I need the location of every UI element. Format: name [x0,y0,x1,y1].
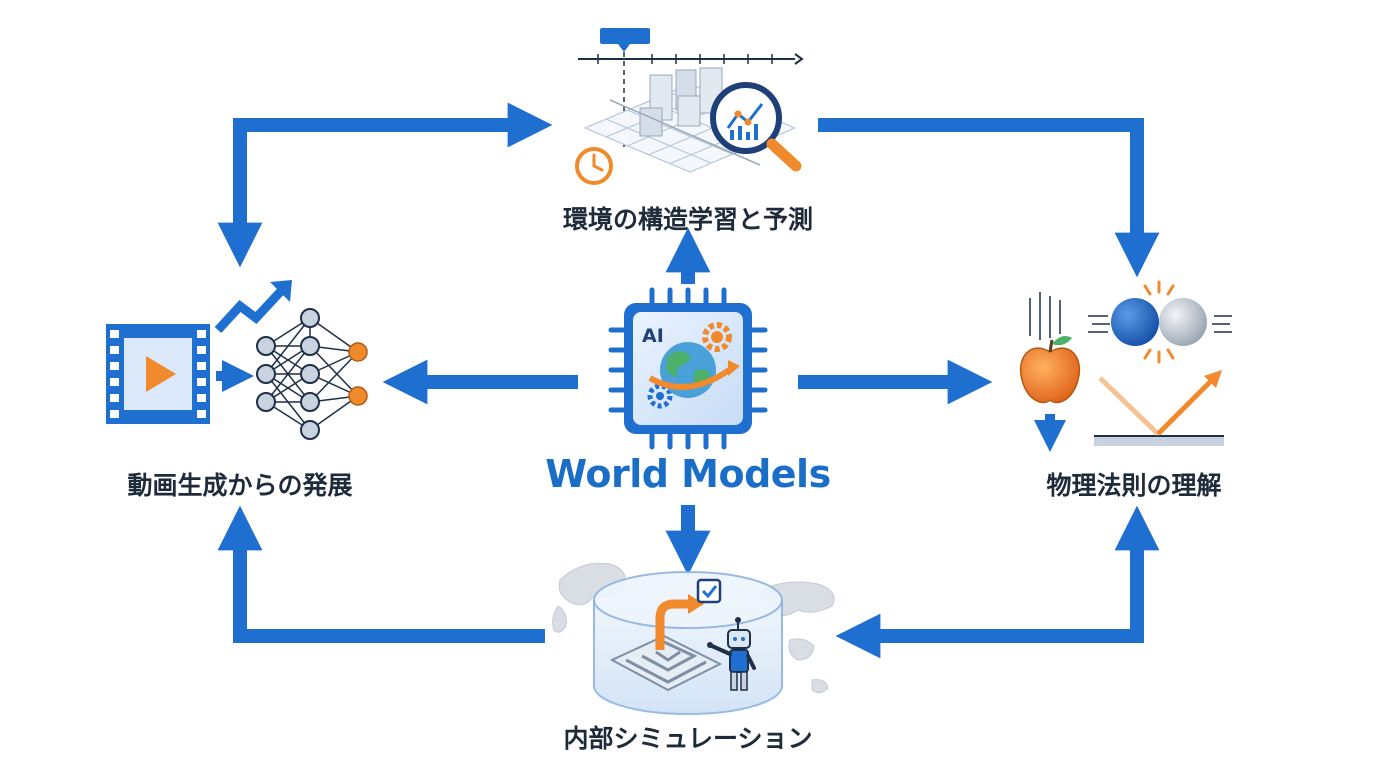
arrow-left-to-top [233,102,553,238]
film-play-icon [106,324,210,424]
ai-chip-icon: AI [608,287,768,450]
maze-cylinder-icon [593,571,783,715]
clock-icon [575,147,613,185]
gear-icon [702,322,732,352]
colliding-spheres-icon [1088,280,1232,364]
chip-text: AI [642,325,664,347]
node-label-left: 動画生成からの発展 [127,471,353,500]
robot-icon [707,617,756,691]
arrow-right-to-bottom [835,535,1144,659]
center-arrows [382,227,993,576]
center-title: World Models [545,452,831,496]
reflection-angle-icon [1094,370,1224,446]
trend-up-icon [214,280,292,334]
falling-apple-icon [1019,292,1081,453]
arrow-bottom-to-left [217,505,545,643]
checkbox-icon [696,578,722,604]
magnifier-icon [710,82,802,172]
neural-network-icon [256,308,368,440]
node-label-top: 環境の構造学習と予測 [562,205,814,234]
node-label-right: 物理法則の理解 [1046,471,1222,500]
node-label-bottom: 内部シミュレーション [563,724,813,753]
loop-arrows [217,102,1160,659]
arrow-top-to-right [818,118,1160,278]
